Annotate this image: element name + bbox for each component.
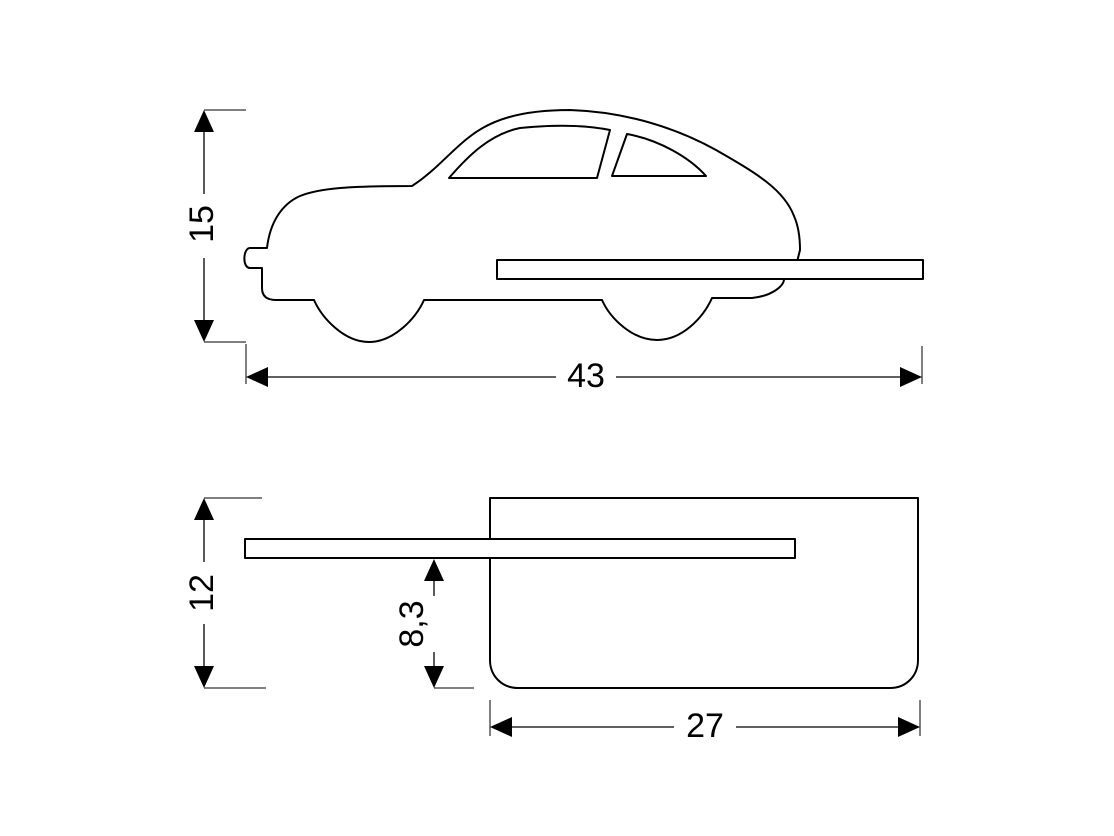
- width-label: 43: [567, 357, 605, 395]
- height-dimension-12: 12: [183, 497, 266, 689]
- depth-dimension-27: 27: [489, 700, 921, 745]
- shelf-height-label: 8,3: [393, 600, 431, 647]
- car-shelf-front-view: [243, 109, 924, 343]
- arrowhead-left-27: [490, 717, 512, 737]
- arrowhead-down-12: [194, 666, 214, 688]
- arrowhead-up-8-3: [424, 559, 444, 581]
- arrowhead-up: [194, 110, 214, 132]
- arrowhead-down-8-3: [424, 666, 444, 688]
- shelf-board: [496, 259, 924, 280]
- shelf-height-dimension-8-3: 8,3: [393, 559, 474, 689]
- width-dimension-43: 43: [245, 344, 923, 395]
- side-view: [244, 497, 919, 689]
- height-label: 15: [183, 205, 221, 243]
- arrowhead-up-12: [194, 498, 214, 520]
- side-shelf-board: [244, 538, 796, 559]
- car-body-outline: [243, 109, 801, 343]
- back-panel: [489, 497, 919, 689]
- car-window-front: [611, 133, 707, 177]
- label-mask: [418, 596, 450, 652]
- car-window-rear: [448, 124, 611, 179]
- height-dimension-15: 15: [183, 109, 246, 343]
- side-height-label: 12: [183, 574, 221, 612]
- arrowhead-right: [900, 367, 922, 387]
- arrowhead-down: [194, 320, 214, 342]
- arrowhead-right-27: [898, 717, 920, 737]
- arrowhead-left: [246, 367, 268, 387]
- depth-label: 27: [686, 707, 724, 745]
